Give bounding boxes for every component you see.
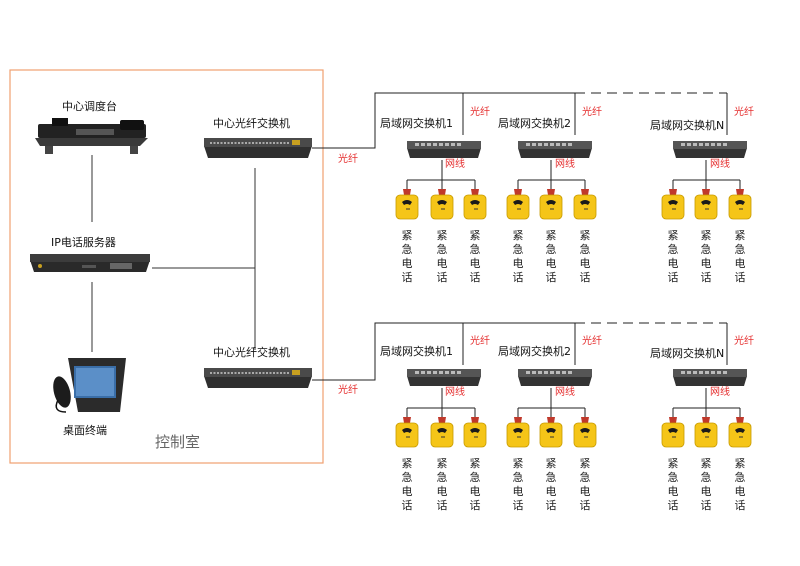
fiber-label-bottom-core: 光纤: [338, 385, 358, 396]
emergency-phone-icon: [539, 417, 563, 448]
emergency-phone-icon: [728, 189, 752, 220]
emergency-phone-label: 紧急电话: [545, 229, 557, 284]
emergency-phone-icon: [506, 189, 530, 220]
emergency-phone-label: 紧急电话: [469, 229, 481, 284]
lan-switch-bottom-2-label: 局域网交换机2: [498, 345, 571, 358]
control-room-links: [91, 155, 256, 352]
fiber-label-top-1: 光纤: [470, 107, 490, 118]
emergency-phone-icon: [506, 417, 530, 448]
emergency-phone-label: 紧急电话: [401, 229, 413, 284]
ip-server-icon: [30, 254, 150, 272]
lan-switch-top-n-icon: [673, 141, 747, 158]
emergency-phone-label: 紧急电话: [512, 457, 524, 512]
emergency-phone-icon: [573, 189, 597, 220]
emergency-phone-icon: [463, 189, 487, 220]
fiber-label-top-n: 光纤: [734, 107, 754, 118]
emergency-phone-icon: [395, 189, 419, 220]
emergency-phone-label: 紧急电话: [667, 457, 679, 512]
lan-switch-top-2-icon: [518, 141, 592, 158]
emergency-phone-label: 紧急电话: [734, 229, 746, 284]
emergency-phone-label: 紧急电话: [667, 229, 679, 284]
lan-switch-top-n-label: 局域网交换机N: [650, 119, 725, 132]
emergency-phone-label: 紧急电话: [579, 229, 591, 284]
fiber-links: [312, 92, 728, 381]
fiber-label-bottom-n: 光纤: [734, 336, 754, 347]
emergency-phone-icon: [430, 189, 454, 220]
fiber-label-bottom-1: 光纤: [470, 336, 490, 347]
ethernet-label-top-1: 网线: [445, 159, 465, 170]
dispatch-console-icon: [35, 118, 148, 154]
ip-server-label: IP电话服务器: [51, 236, 116, 249]
emergency-phone-icon: [430, 417, 454, 448]
emergency-phone-icon: [694, 189, 718, 220]
fiber-label-top-2: 光纤: [582, 107, 602, 118]
emergency-phone-label: 紧急电话: [401, 457, 413, 512]
ethernet-label-bottom-2: 网线: [555, 387, 575, 398]
lan-switch-layer: [407, 141, 747, 386]
emergency-phone-label: 紧急电话: [734, 457, 746, 512]
core-switch-top-label: 中心光纤交换机: [213, 117, 290, 130]
ethernet-label-bottom-n: 网线: [710, 387, 730, 398]
emergency-phone-icon: [728, 417, 752, 448]
lan-switch-bottom-n-icon: [673, 369, 747, 386]
lan-switch-bottom-1-icon: [407, 369, 481, 386]
core-switch-bottom-icon: [204, 368, 312, 388]
control-room-frame: [9, 69, 324, 464]
desktop-terminal-icon: [53, 358, 126, 413]
emergency-phone-icon: [395, 417, 419, 448]
dispatch-console-label: 中心调度台: [62, 100, 117, 113]
core-switch-top-icon: [204, 138, 312, 158]
emergency-phone-label: 紧急电话: [700, 229, 712, 284]
emergency-phone-icon: [661, 189, 685, 220]
desktop-terminal-label: 桌面终端: [63, 424, 107, 437]
fiber-label-top-core: 光纤: [338, 154, 358, 165]
emergency-phone-layer: [395, 189, 752, 448]
emergency-phone-icon: [539, 189, 563, 220]
ethernet-label-top-2: 网线: [555, 159, 575, 170]
lan-switch-bottom-2-icon: [518, 369, 592, 386]
emergency-phone-label: 紧急电话: [700, 457, 712, 512]
emergency-phone-label: 紧急电话: [436, 457, 448, 512]
lan-switch-top-2-label: 局域网交换机2: [498, 117, 571, 130]
emergency-phone-icon: [463, 417, 487, 448]
fiber-label-bottom-2: 光纤: [582, 336, 602, 347]
emergency-phone-label: 紧急电话: [436, 229, 448, 284]
emergency-phone-label: 紧急电话: [469, 457, 481, 512]
lan-switch-bottom-1-label: 局域网交换机1: [380, 345, 453, 358]
emergency-phone-icon: [573, 417, 597, 448]
emergency-phone-icon: [694, 417, 718, 448]
ethernet-label-bottom-1: 网线: [445, 387, 465, 398]
lan-switch-top-1-label: 局域网交换机1: [380, 117, 453, 130]
lan-switch-top-1-icon: [407, 141, 481, 158]
emergency-phone-label: 紧急电话: [545, 457, 557, 512]
core-switch-bottom-label: 中心光纤交换机: [213, 346, 290, 359]
lan-switch-bottom-n-label: 局域网交换机N: [650, 347, 725, 360]
emergency-phone-label: 紧急电话: [512, 229, 524, 284]
ethernet-label-top-n: 网线: [710, 159, 730, 170]
emergency-phone-icon: [661, 417, 685, 448]
control-room-label: 控制室: [155, 433, 201, 451]
emergency-phone-label: 紧急电话: [579, 457, 591, 512]
